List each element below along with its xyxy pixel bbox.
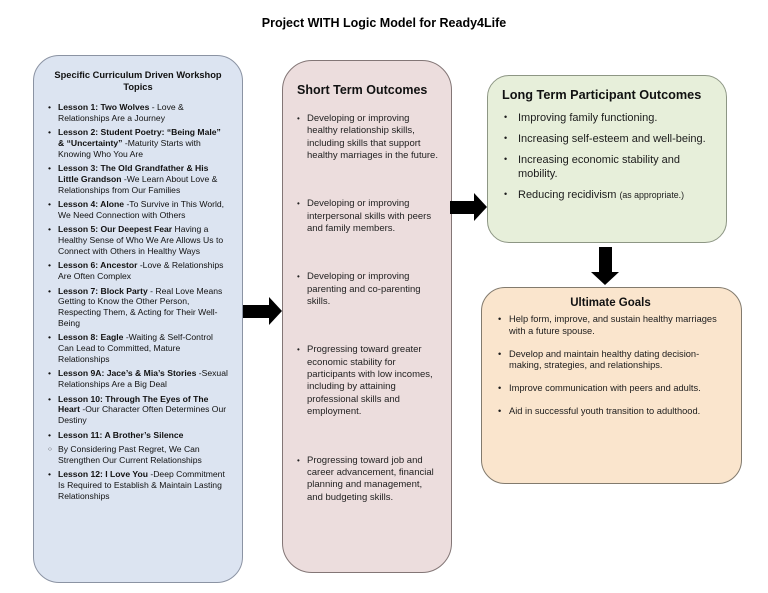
short-term-outcomes-heading: Short Term Outcomes [297, 83, 428, 97]
arrow-head [591, 272, 619, 285]
lesson-item: Lesson 3: The Old Grandfather & His Litt… [47, 163, 229, 195]
ultimate-goal-item: Develop and maintain healthy dating deci… [496, 349, 725, 373]
lesson-item: Lesson 4: Alone -To Survive in This Worl… [47, 199, 229, 221]
right-arrow-icon-short-term-to-long-term [450, 193, 487, 221]
long-term-outcome-item: Increasing economic stability and mobili… [502, 153, 712, 181]
lesson-item: Lesson 12: I Love You -Deep Commitment I… [47, 469, 229, 501]
ultimate-goal-item: Improve communication with peers and adu… [496, 383, 725, 395]
workshop-topics-box: Specific Curriculum Driven Workshop Topi… [33, 55, 243, 583]
arrow-head [474, 193, 487, 221]
ultimate-goals-list: Help form, improve, and sustain healthy … [496, 314, 725, 418]
long-term-outcome-item: Increasing self-esteem and well-being. [502, 132, 712, 146]
right-arrow-icon-workshop-to-short-term [243, 297, 282, 325]
down-arrow-icon-long-term-to-ultimate [591, 247, 619, 285]
short-term-outcome-item: Progressing toward job and career advanc… [297, 455, 439, 504]
lesson-item: By Considering Past Regret, We Can Stren… [47, 444, 229, 466]
long-term-outcomes-list: Improving family functioning. Increasing … [502, 111, 712, 202]
lesson-item: Lesson 11: A Brother’s Silence [47, 430, 229, 441]
long-term-outcome-item: Improving family functioning. [502, 111, 712, 125]
lesson-item: Lesson 7: Block Party - Real Love Means … [47, 286, 229, 329]
short-term-outcome-item: Progressing toward greater economic stab… [297, 344, 439, 418]
lesson-item: Lesson 2: Student Poetry: “Being Male” &… [47, 127, 229, 159]
short-term-outcome-item: Developing or improving interpersonal sk… [297, 198, 439, 235]
page-title: Project WITH Logic Model for Ready4Life [261, 16, 507, 30]
arrow-shaft [243, 304, 269, 318]
ultimate-goal-item: Aid in successful youth transition to ad… [496, 406, 725, 418]
short-term-outcome-item: Developing or improving healthy relation… [297, 113, 439, 162]
long-term-outcomes-heading: Long Term Participant Outcomes [502, 88, 702, 102]
long-term-outcomes-box: Long Term Participant Outcomes Improving… [487, 75, 727, 243]
workshop-topics-heading: Specific Curriculum Driven Workshop Topi… [54, 70, 222, 93]
arrow-shaft [598, 247, 612, 272]
workshop-topics-list: Lesson 1: Two Wolves - Love & Relationsh… [47, 102, 229, 501]
lesson-item: Lesson 5: Our Deepest Fear Having a Heal… [47, 224, 229, 256]
lesson-item: Lesson 6: Ancestor -Love & Relationships… [47, 260, 229, 282]
ultimate-goals-box: Ultimate Goals Help form, improve, and s… [481, 287, 742, 484]
lesson-item: Lesson 1: Two Wolves - Love & Relationsh… [47, 102, 229, 124]
short-term-outcome-item: Developing or improving parenting and co… [297, 271, 439, 308]
long-term-outcome-item: Reducing recidivism (as appropriate.) [502, 188, 712, 202]
lesson-item: Lesson 9A: Jace’s & Mia’s Stories -Sexua… [47, 368, 229, 390]
arrow-head [269, 297, 282, 325]
short-term-outcomes-box: Short Term Outcomes Developing or improv… [282, 60, 452, 573]
lesson-item: Lesson 8: Eagle -Waiting & Self-Control … [47, 332, 229, 364]
ultimate-goal-item: Help form, improve, and sustain healthy … [496, 314, 725, 338]
lesson-item: Lesson 10: Through The Eyes of The Heart… [47, 394, 229, 426]
arrow-shaft [450, 200, 474, 214]
short-term-outcomes-list: Developing or improving healthy relation… [297, 113, 439, 504]
ultimate-goals-heading: Ultimate Goals [570, 297, 651, 309]
